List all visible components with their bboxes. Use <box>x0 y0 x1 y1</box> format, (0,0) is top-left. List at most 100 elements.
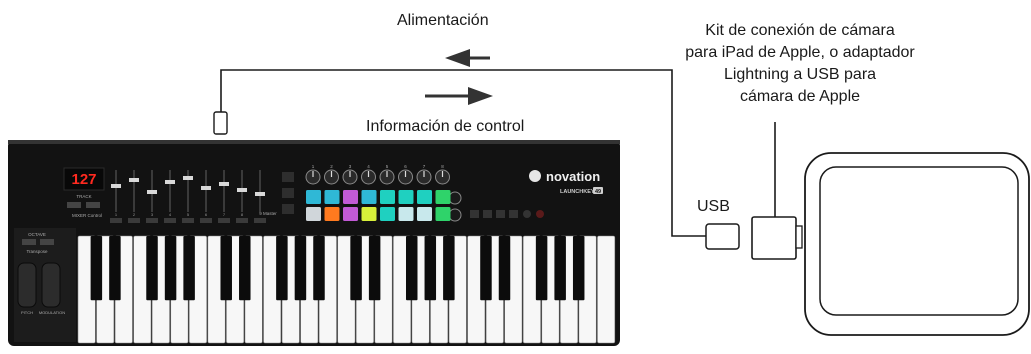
model-name: LAUNCHKEY <box>560 189 595 195</box>
octave-down-button[interactable] <box>22 239 36 245</box>
fader-number: 6 <box>205 212 208 217</box>
usb-label: USB <box>697 198 730 215</box>
fader-cap[interactable] <box>165 180 175 184</box>
black-key[interactable] <box>554 236 566 301</box>
black-key[interactable] <box>480 236 492 301</box>
fader-cap[interactable] <box>129 178 139 182</box>
scene-button-bottom[interactable] <box>448 208 462 222</box>
black-key[interactable] <box>109 236 121 301</box>
fader-number: 3 <box>151 212 154 217</box>
brand-name: novation <box>546 169 600 184</box>
camera-adapter <box>751 216 797 260</box>
drum-pad[interactable] <box>343 207 358 221</box>
drum-pad[interactable] <box>324 207 340 221</box>
drum-pad[interactable] <box>306 207 321 221</box>
white-key[interactable] <box>597 235 616 344</box>
knob-number: 2 <box>330 164 333 169</box>
fader-button[interactable] <box>128 218 140 223</box>
drum-pad[interactable] <box>361 190 377 204</box>
control-info-label: Información de control <box>366 118 525 135</box>
modulation-label: MODULATION <box>39 310 65 315</box>
drum-pad[interactable] <box>398 207 414 221</box>
fader-cap[interactable] <box>201 186 211 190</box>
black-key[interactable] <box>220 236 232 301</box>
fader-button[interactable] <box>254 218 266 223</box>
black-key[interactable] <box>183 236 195 301</box>
scene-button-top[interactable] <box>448 191 462 205</box>
fader-number: 1 <box>115 212 118 217</box>
knob-number: 5 <box>386 164 389 169</box>
control-arrow <box>425 87 493 105</box>
octave-up-button[interactable] <box>40 239 54 245</box>
drum-pad[interactable] <box>324 190 340 204</box>
fader-button[interactable] <box>110 218 122 223</box>
black-key[interactable] <box>535 236 548 301</box>
display-screen <box>63 167 105 191</box>
black-key[interactable] <box>572 236 585 301</box>
model-badge: 49 <box>595 189 601 195</box>
adapter-lightning-tip <box>795 225 803 249</box>
drum-pad[interactable] <box>398 190 414 204</box>
black-key[interactable] <box>443 236 455 301</box>
black-key[interactable] <box>276 236 288 301</box>
master-label: 9 Master <box>259 211 277 216</box>
display-value: 127 <box>71 171 96 188</box>
novation-logo-icon <box>529 170 541 182</box>
drum-pad[interactable] <box>435 190 451 204</box>
pitch-label: PITCH <box>21 310 33 315</box>
drum-pad[interactable] <box>306 190 321 204</box>
fader-cap[interactable] <box>111 184 121 188</box>
camera-kit-label: Kit de conexión de cámara para iPad de A… <box>650 20 950 108</box>
fader-cap[interactable] <box>237 188 247 192</box>
ipad-device <box>804 152 1030 336</box>
camera-kit-line: cámara de Apple <box>739 88 861 105</box>
piano-keys <box>77 235 616 344</box>
fader-button[interactable] <box>146 218 158 223</box>
black-key[interactable] <box>498 236 511 301</box>
fader-number: 8 <box>241 212 244 217</box>
fader-button[interactable] <box>218 218 230 223</box>
black-key[interactable] <box>164 236 177 301</box>
black-key[interactable] <box>350 236 362 301</box>
usb-plug <box>705 223 740 250</box>
drum-pad[interactable] <box>435 207 451 221</box>
fader-number: 4 <box>169 212 172 217</box>
drum-pad[interactable] <box>417 207 432 221</box>
pitch-wheel[interactable] <box>17 262 37 308</box>
fader-button[interactable] <box>182 218 194 223</box>
black-key[interactable] <box>368 236 381 301</box>
drum-pad[interactable] <box>417 190 432 204</box>
fader-button[interactable] <box>164 218 176 223</box>
black-key[interactable] <box>313 236 325 301</box>
black-key[interactable] <box>405 236 418 301</box>
launchkey-keyboard: 127 TRACK MIXER Control OCTAVE Transpose… <box>8 140 620 346</box>
fader-cap[interactable] <box>183 176 193 180</box>
usb-cable <box>220 69 708 237</box>
drum-pad[interactable] <box>361 207 377 221</box>
fader-cap[interactable] <box>219 182 229 186</box>
drum-pad[interactable] <box>343 190 358 204</box>
black-key[interactable] <box>239 236 251 301</box>
fader-number: 7 <box>223 212 226 217</box>
transport-buttons[interactable] <box>470 210 544 218</box>
knob-number: 4 <box>367 164 370 169</box>
fader-cap[interactable] <box>255 192 265 196</box>
keyboard-usb-connector <box>213 111 228 135</box>
fader-button[interactable] <box>200 218 212 223</box>
power-arrow <box>445 49 490 67</box>
fader-button[interactable] <box>236 218 248 223</box>
fader-number: 5 <box>187 212 190 217</box>
fader-cap[interactable] <box>147 190 157 194</box>
knob-number: 6 <box>404 164 407 169</box>
black-key[interactable] <box>146 236 158 301</box>
drum-pad[interactable] <box>380 190 395 204</box>
black-key[interactable] <box>90 236 103 301</box>
drum-pad[interactable] <box>380 207 395 221</box>
knob-number: 7 <box>423 164 426 169</box>
modulation-wheel[interactable] <box>41 262 61 308</box>
black-key[interactable] <box>424 236 437 301</box>
black-key[interactable] <box>294 236 307 301</box>
